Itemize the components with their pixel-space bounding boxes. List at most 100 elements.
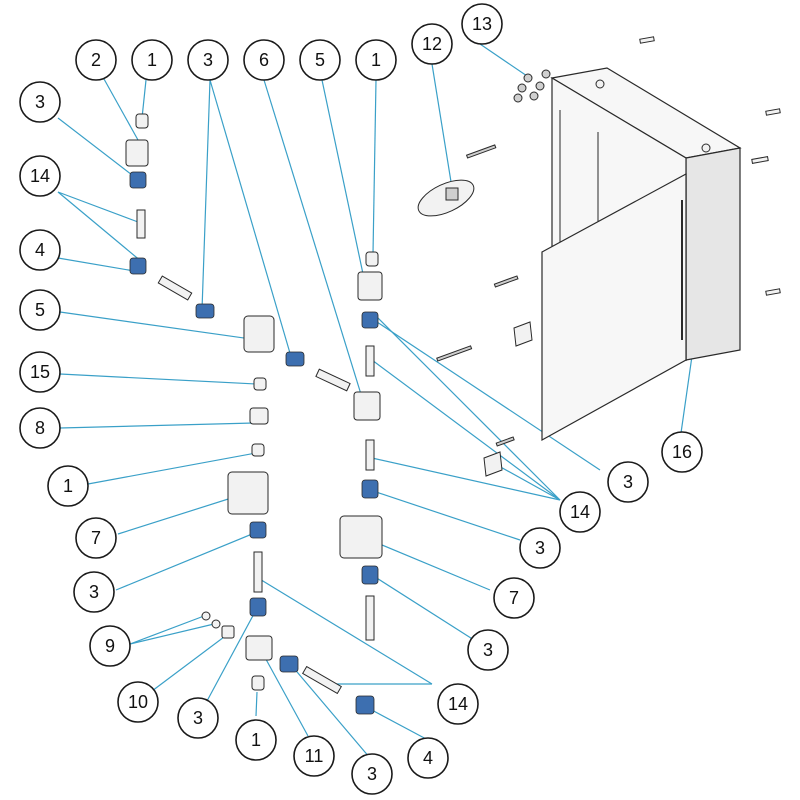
cabinet-hole-left bbox=[595, 79, 605, 89]
callout-8: 8 bbox=[19, 407, 61, 449]
elbow-4a bbox=[129, 257, 147, 275]
leader-12 bbox=[431, 63, 453, 189]
coupling-3a bbox=[129, 171, 147, 189]
svg-text:1: 1 bbox=[147, 50, 157, 70]
callout-2: 2 bbox=[75, 39, 117, 81]
svg-text:3: 3 bbox=[203, 50, 213, 70]
leader-3g bbox=[369, 489, 521, 541]
fitting-1d bbox=[251, 675, 265, 691]
callout-13: 13 bbox=[461, 3, 503, 45]
callout-3: 3 bbox=[519, 527, 561, 569]
callout-1: 1 bbox=[235, 719, 277, 761]
callout-9: 9 bbox=[89, 625, 131, 667]
leader-10 bbox=[147, 633, 229, 695]
callout-4: 4 bbox=[19, 229, 61, 271]
leader-3h bbox=[371, 574, 475, 641]
valve-7a bbox=[227, 471, 269, 515]
leader-8 bbox=[59, 422, 255, 429]
mounting-plate bbox=[417, 179, 475, 217]
coupling-3h bbox=[361, 479, 379, 499]
leader-1c bbox=[87, 452, 257, 485]
tee-11 bbox=[245, 635, 273, 661]
cabinet-door bbox=[541, 172, 687, 442]
leader-14c-1 bbox=[371, 359, 561, 501]
callout-12: 12 bbox=[411, 23, 453, 65]
svg-text:13: 13 bbox=[472, 14, 492, 34]
callout-3: 3 bbox=[73, 571, 115, 613]
leader-6 bbox=[263, 79, 365, 405]
callout-7: 7 bbox=[75, 517, 117, 559]
leader-14a-1 bbox=[57, 191, 139, 223]
svg-text:6: 6 bbox=[259, 50, 269, 70]
leader-7b bbox=[369, 539, 491, 591]
leader-11 bbox=[261, 651, 309, 737]
coupling-3d bbox=[249, 521, 267, 539]
leader-1a bbox=[141, 79, 147, 119]
leader-3d bbox=[199, 609, 257, 715]
fitting-cluster bbox=[513, 69, 551, 103]
leader-14b-1 bbox=[257, 577, 433, 685]
coupling-3i bbox=[361, 565, 379, 585]
svg-text:4: 4 bbox=[35, 240, 45, 260]
leader-2 bbox=[103, 78, 139, 141]
leader-3b-1 bbox=[201, 79, 211, 311]
leader-15 bbox=[59, 373, 257, 385]
leader-1b bbox=[372, 79, 377, 255]
coupling-3e bbox=[249, 597, 267, 617]
pipe-14c bbox=[301, 665, 343, 695]
coupling-3g bbox=[361, 311, 379, 329]
callout-16: 16 bbox=[661, 431, 703, 473]
leader-14c-3 bbox=[371, 311, 561, 501]
callout-3: 3 bbox=[351, 753, 393, 795]
pipe-14-center bbox=[315, 368, 351, 392]
valve-2 bbox=[125, 139, 149, 167]
svg-text:16: 16 bbox=[672, 442, 692, 462]
leader-9-2 bbox=[129, 623, 215, 645]
svg-text:7: 7 bbox=[509, 588, 519, 608]
elbow-4b bbox=[355, 695, 375, 715]
fitting-1c bbox=[251, 443, 265, 457]
svg-text:11: 11 bbox=[305, 746, 324, 766]
leader-3e bbox=[291, 665, 371, 759]
pipe-14d bbox=[365, 345, 375, 377]
svg-text:1: 1 bbox=[371, 50, 381, 70]
svg-text:5: 5 bbox=[315, 50, 325, 70]
svg-text:1: 1 bbox=[251, 730, 261, 750]
callout-15: 15 bbox=[19, 351, 61, 393]
leader-3a bbox=[57, 117, 137, 179]
coupling-3b bbox=[195, 303, 215, 319]
pipe-14f bbox=[365, 595, 375, 641]
svg-text:3: 3 bbox=[483, 640, 493, 660]
svg-text:3: 3 bbox=[623, 472, 633, 492]
callout-3: 3 bbox=[187, 39, 229, 81]
callout-14: 14 bbox=[19, 155, 61, 197]
svg-text:3: 3 bbox=[193, 708, 203, 728]
cabinet-hole-right bbox=[701, 143, 711, 153]
svg-text:15: 15 bbox=[30, 362, 50, 382]
svg-text:1: 1 bbox=[63, 476, 73, 496]
svg-text:10: 10 bbox=[128, 692, 148, 712]
callout-3: 3 bbox=[467, 629, 509, 671]
leader-13 bbox=[479, 43, 531, 79]
pipe-14b bbox=[253, 551, 263, 593]
screw-icon bbox=[436, 36, 781, 447]
cabinet bbox=[436, 36, 781, 477]
svg-text:3: 3 bbox=[89, 582, 99, 602]
callout-14: 14 bbox=[437, 683, 479, 725]
leader-7a bbox=[117, 493, 245, 535]
callout-14: 14 bbox=[559, 491, 601, 533]
svg-text:14: 14 bbox=[30, 166, 50, 186]
cabinet-side bbox=[685, 147, 741, 361]
callout-5: 5 bbox=[299, 39, 341, 81]
callout-3: 3 bbox=[607, 461, 649, 503]
callouts: 2 1 3 6 5 1 12 13 3 14 4 5 15 8 1 7 3 9 … bbox=[19, 3, 703, 795]
svg-text:3: 3 bbox=[367, 764, 377, 784]
coupling-3c bbox=[285, 351, 305, 367]
svg-text:14: 14 bbox=[570, 502, 590, 522]
callout-7: 7 bbox=[493, 577, 535, 619]
leader-14c-2 bbox=[371, 457, 561, 501]
svg-text:4: 4 bbox=[423, 748, 433, 768]
washer-9a bbox=[201, 611, 211, 621]
pipe-14e bbox=[365, 439, 375, 471]
